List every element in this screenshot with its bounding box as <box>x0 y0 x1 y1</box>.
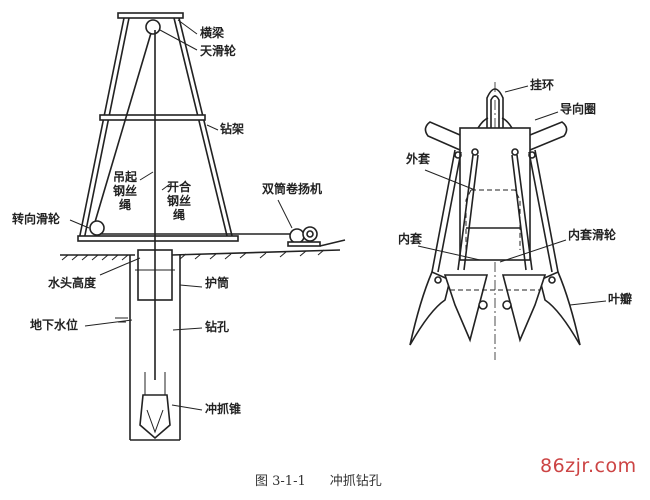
label-turning-pulley: 转向滑轮 <box>12 212 61 226</box>
label-grab-cone: 冲抓锥 <box>205 402 242 416</box>
caption-number: 图 3-1-1 <box>255 474 306 489</box>
drill-tower <box>77 12 239 242</box>
winch-icon <box>287 226 321 247</box>
label-hoist-rope: 吊起钢丝绳 <box>112 170 137 212</box>
label-groundwater-level: 地下水位 <box>30 318 79 332</box>
label-inner-sleeve: 内套 <box>398 232 423 246</box>
borehole <box>115 249 181 441</box>
crown-pulley-icon <box>145 19 161 35</box>
label-borehole: 钻孔 <box>205 320 230 334</box>
label-inner-sleeve-pulley: 内套滑轮 <box>568 228 617 242</box>
figure-caption: 图 3-1-1 冲抓钻孔 <box>255 470 406 489</box>
label-water-head: 水头高度 <box>48 276 97 290</box>
label-double-drum-winch: 双筒卷扬机 <box>262 182 323 196</box>
label-crown-pulley: 天滑轮 <box>200 44 237 58</box>
turning-pulley-icon <box>89 220 105 236</box>
label-guide-ring: 导向圈 <box>560 102 597 116</box>
caption-title: 冲抓钻孔 <box>329 474 382 489</box>
grab-drawing <box>409 82 581 360</box>
label-outer-sleeve: 外套 <box>406 152 431 166</box>
label-blade: 叶瓣 <box>608 292 633 306</box>
label-shackle: 挂环 <box>530 78 555 92</box>
watermark: 86zjr.com <box>540 455 637 477</box>
ground <box>60 239 346 261</box>
label-casing: 护筒 <box>205 276 230 290</box>
label-drill-frame: 钻架 <box>220 122 245 136</box>
label-open-close-rope: 开合钢丝绳 <box>166 180 191 222</box>
label-crossbeam: 横梁 <box>200 26 225 40</box>
